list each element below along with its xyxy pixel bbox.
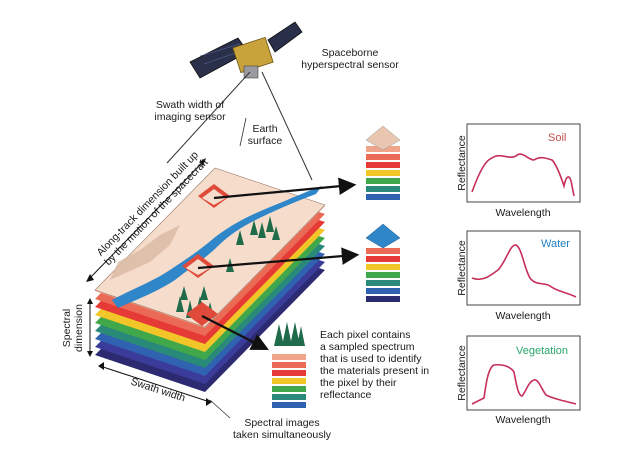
vegetation-curve	[471, 363, 577, 405]
water-curve	[471, 244, 577, 298]
soil-pixel-stack	[365, 125, 401, 200]
soil-curve	[471, 153, 575, 197]
soil-plot-ylabel: Reflectance	[456, 135, 468, 191]
water-plot-ylabel: Reflectance	[456, 240, 468, 296]
soil-plot-frame	[466, 123, 581, 203]
satellite-icon	[189, 21, 303, 79]
pixel-note-label: Each pixel contains a sampled spectrum t…	[320, 329, 430, 401]
soil-plot-title: Soil	[548, 132, 567, 144]
vegetation-plot-title: Vegetation	[516, 345, 568, 357]
soil-plot-xlabel: Wavelength	[495, 207, 551, 219]
water-plot-title: Water	[541, 238, 570, 250]
vegetation-plot-xlabel: Wavelength	[495, 414, 551, 426]
water-plot-xlabel: Wavelength	[495, 310, 551, 322]
water-pixel-stack	[365, 223, 401, 302]
vegetation-plot-ylabel: Reflectance	[456, 345, 468, 401]
earth-surface	[94, 167, 326, 328]
vegetation-pixel-stack	[272, 322, 306, 408]
water-plot-frame	[466, 230, 581, 306]
vegetation-plot-frame	[466, 335, 581, 411]
